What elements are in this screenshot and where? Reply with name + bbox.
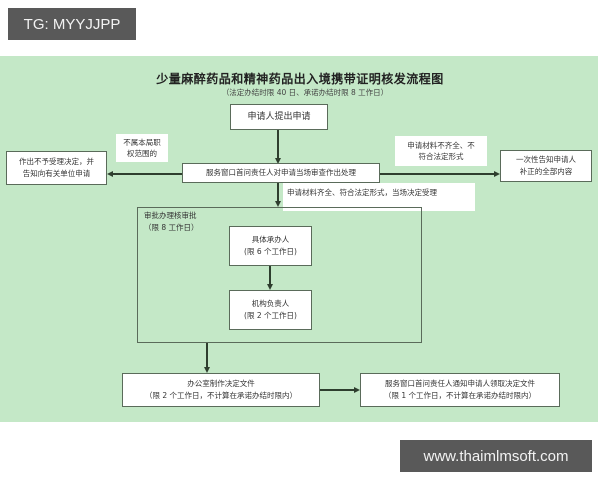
- arrow-head-icon: [275, 158, 281, 164]
- arrow-head-icon: [204, 367, 210, 373]
- node-office-doc-line2: （限 2 个工作日，不计算在承诺办结时限内）: [144, 391, 298, 400]
- edge-office-notify: [320, 389, 354, 391]
- node-leader-line2: (限 2 个工作日): [244, 311, 297, 320]
- arrow-head-icon: [107, 171, 113, 177]
- diagram-subtitle: （法定办结时限 40 日、承诺办结时限 8 工作日）: [221, 88, 389, 97]
- arrow-head-icon: [354, 387, 360, 393]
- node-notify-supplement: 一次性告知申请人 补正的全部内容: [500, 150, 592, 182]
- node-apply-label: 申请人提出申请: [247, 112, 311, 122]
- node-office-doc: 办公室制作决定文件 （限 2 个工作日，不计算在承诺办结时限内）: [122, 373, 320, 407]
- node-notify-supplement-line2: 补正的全部内容: [519, 167, 573, 176]
- node-reject: 作出不予受理决定，并 告知向有关单位申请: [6, 151, 107, 185]
- flowchart-canvas: 少量麻醉药品和精神药品出入境携带证明核发流程图 （法定办结时限 40 日、承诺办…: [0, 56, 598, 422]
- node-notify-collect: 服务窗口首问责任人通知申请人领取决定文件 （限 1 个工作日，不计算在承诺办结时…: [360, 373, 560, 407]
- label-incomplete: 申请材料不齐全、不 符合法定形式: [395, 136, 487, 166]
- node-notify-collect-line2: （限 1 个工作日，不计算在承诺办结时限内）: [383, 391, 537, 400]
- label-not-in-scope: 不属本局职 权范围的: [116, 134, 168, 162]
- label-text: 申请材料齐全、符合法定形式，当场决定受理: [287, 188, 437, 197]
- group-label-line2: （限 8 工作日）: [144, 223, 199, 232]
- group-label-line1: 审批办理核审批: [144, 211, 197, 220]
- node-reject-line1: 作出不予受理决定，并: [19, 157, 94, 166]
- label-text: 符合法定形式: [418, 152, 464, 161]
- watermark-bottom-right: www.thaimlmsoft.com: [400, 440, 592, 472]
- edge-handler-leader: [269, 266, 271, 286]
- node-leader-line1: 机构负责人: [251, 299, 290, 308]
- diagram-title: 少量麻醉药品和精神药品出入境携带证明核发流程图: [156, 72, 444, 86]
- edge-review-reject: [112, 173, 182, 175]
- node-apply: 申请人提出申请: [230, 104, 328, 130]
- arrow-head-icon: [494, 171, 500, 177]
- arrow-head-icon: [267, 284, 273, 290]
- watermark-top-left: TG: MYYJJPP: [8, 8, 136, 40]
- label-text: 不属本局职: [123, 138, 161, 147]
- edge-review-group: [277, 183, 279, 203]
- node-window-review: 服务窗口首问责任人对申请当场审查作出处理: [182, 163, 380, 183]
- node-handler-line2: (限 6 个工作日): [244, 247, 297, 256]
- label-text: 申请材料不齐全、不: [407, 141, 475, 150]
- node-office-doc-line1: 办公室制作决定文件: [187, 379, 255, 388]
- edge-apply-review: [277, 130, 279, 160]
- edge-group-office: [206, 343, 208, 369]
- node-notify-supplement-line1: 一次性告知申请人: [516, 155, 576, 164]
- label-accepted: 申请材料齐全、符合法定形式，当场决定受理: [283, 183, 475, 211]
- node-notify-collect-line1: 服务窗口首问责任人通知申请人领取决定文件: [385, 379, 535, 388]
- arrow-head-icon: [275, 201, 281, 207]
- node-handler-line1: 具体承办人: [251, 235, 290, 244]
- node-window-review-label: 服务窗口首问责任人对申请当场审查作出处理: [206, 168, 356, 177]
- group-approval: [137, 207, 422, 343]
- node-leader: 机构负责人 (限 2 个工作日): [229, 290, 312, 330]
- node-reject-line2: 告知向有关单位申请: [22, 169, 91, 178]
- edge-review-supplement: [380, 173, 494, 175]
- label-text: 权范围的: [127, 149, 157, 158]
- node-handler: 具体承办人 (限 6 个工作日): [229, 226, 312, 266]
- group-approval-label: 审批办理核审批 （限 8 工作日）: [144, 210, 199, 234]
